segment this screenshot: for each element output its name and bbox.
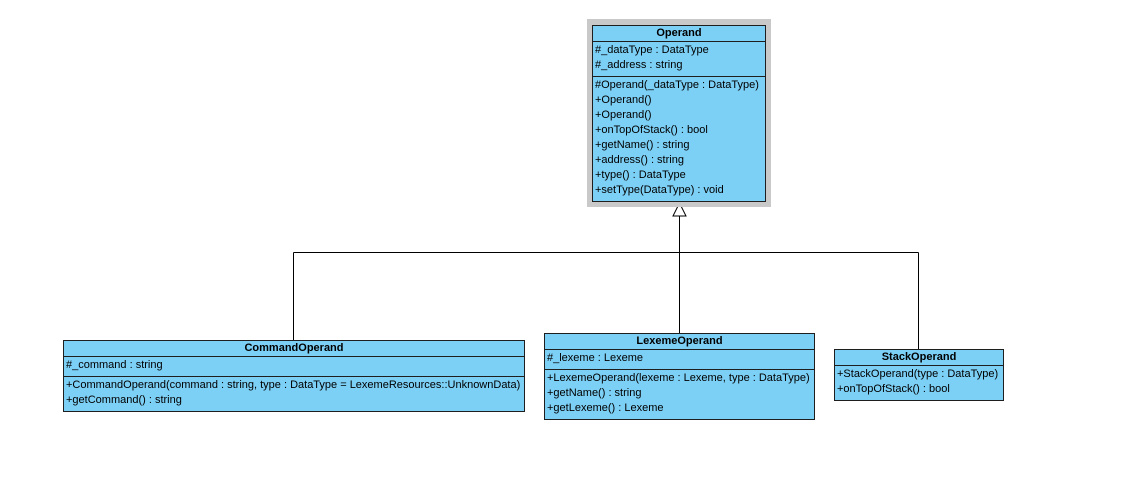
methods-compartment: +LexemeOperand(lexeme : Lexeme, type : D…: [545, 370, 814, 419]
class-stackoperand[interactable]: StackOperand +StackOperand(type : DataTy…: [834, 349, 1004, 401]
method[interactable]: +getName() : string: [595, 139, 690, 151]
generalization-arrowhead: [672, 201, 687, 217]
method[interactable]: #Operand(_dataType : DataType): [595, 79, 759, 91]
method[interactable]: +onTopOfStack() : bool: [837, 383, 950, 395]
class-commandoperand[interactable]: CommandOperand #_command : string +Comma…: [63, 340, 525, 412]
method[interactable]: +LexemeOperand(lexeme : Lexeme, type : D…: [547, 372, 810, 384]
methods-compartment: +StackOperand(type : DataType) +onTopOfS…: [835, 366, 1003, 400]
method[interactable]: +address() : string: [595, 154, 684, 166]
method[interactable]: +getCommand() : string: [66, 394, 182, 406]
method[interactable]: +setType(DataType) : void: [595, 184, 724, 196]
method[interactable]: +type() : DataType: [595, 169, 686, 181]
method[interactable]: +getLexeme() : Lexeme: [547, 402, 664, 414]
attribute[interactable]: #_address : string: [595, 59, 683, 71]
method[interactable]: +StackOperand(type : DataType): [837, 368, 999, 380]
class-operand[interactable]: Operand #_dataType : DataType #_address …: [592, 25, 766, 202]
class-name: StackOperand: [835, 350, 1003, 366]
attribute[interactable]: #_dataType : DataType: [595, 44, 709, 56]
method[interactable]: +getName() : string: [547, 387, 642, 399]
attributes-compartment: #_lexeme : Lexeme: [545, 350, 814, 370]
method[interactable]: +CommandOperand(command : string, type :…: [66, 379, 521, 391]
class-name: Operand: [593, 26, 765, 42]
method[interactable]: +onTopOfStack() : bool: [595, 124, 708, 136]
methods-compartment: +CommandOperand(command : string, type :…: [64, 377, 524, 411]
method[interactable]: +Operand(): [595, 109, 652, 121]
class-name: CommandOperand: [64, 341, 524, 357]
methods-compartment: #Operand(_dataType : DataType) +Operand(…: [593, 77, 765, 201]
attributes-compartment: #_command : string: [64, 357, 524, 377]
attribute[interactable]: #_lexeme : Lexeme: [547, 352, 643, 364]
class-lexemeoperand[interactable]: LexemeOperand #_lexeme : Lexeme +LexemeO…: [544, 333, 815, 420]
attribute[interactable]: #_command : string: [66, 359, 163, 371]
class-name: LexemeOperand: [545, 334, 814, 350]
attributes-compartment: #_dataType : DataType #_address : string: [593, 42, 765, 77]
method[interactable]: +Operand(): [595, 94, 652, 106]
